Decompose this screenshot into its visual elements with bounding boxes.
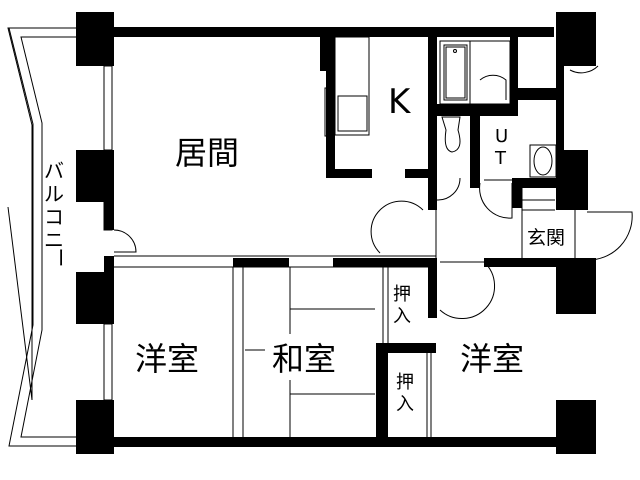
balcony-label-5: ー (48, 247, 73, 268)
column (76, 400, 114, 454)
wall (428, 104, 518, 116)
room-label-western-left: 洋室 (135, 340, 200, 378)
room-label-utility-u: U (495, 126, 509, 147)
room-label-entrance: 玄関 (527, 227, 566, 249)
wall (376, 343, 436, 353)
room-label-kitchen: K (388, 82, 411, 122)
room-label-western-right: 洋室 (460, 340, 525, 378)
balcony-label-1: バ (44, 159, 64, 183)
wall (326, 37, 335, 177)
wall (405, 169, 430, 178)
wall (518, 88, 564, 100)
closet-label-lower-1: 押 (396, 372, 414, 393)
wall (104, 202, 114, 230)
wall (510, 37, 518, 107)
wall (428, 258, 437, 318)
wall (320, 37, 328, 71)
wall (326, 169, 372, 178)
column (556, 400, 596, 454)
balcony-label-3: コ (44, 205, 64, 229)
wall (114, 437, 558, 447)
wall (233, 258, 289, 267)
wall (470, 116, 480, 188)
wall (376, 343, 388, 437)
wall (512, 178, 522, 208)
balcony-label-4: ニ (44, 228, 64, 252)
column (556, 258, 596, 314)
wall (556, 150, 588, 210)
column (556, 12, 596, 66)
wall (428, 37, 437, 210)
closet-label-upper-2: 入 (393, 306, 411, 327)
wall (484, 258, 556, 267)
wall (333, 258, 436, 267)
wall (512, 178, 556, 188)
column (76, 150, 114, 202)
room-label-utility-t: T (495, 148, 506, 169)
column (76, 272, 114, 324)
column (76, 12, 114, 66)
wall (114, 27, 554, 37)
closet-label-upper-1: 押 (393, 284, 411, 305)
wall (104, 256, 114, 272)
room-label-living: 居間 (175, 134, 240, 172)
closet-label-lower-2: 入 (396, 394, 414, 415)
balcony-label-2: ル (44, 182, 64, 206)
wall (556, 66, 564, 150)
room-label-japanese: 和室 (272, 334, 337, 380)
